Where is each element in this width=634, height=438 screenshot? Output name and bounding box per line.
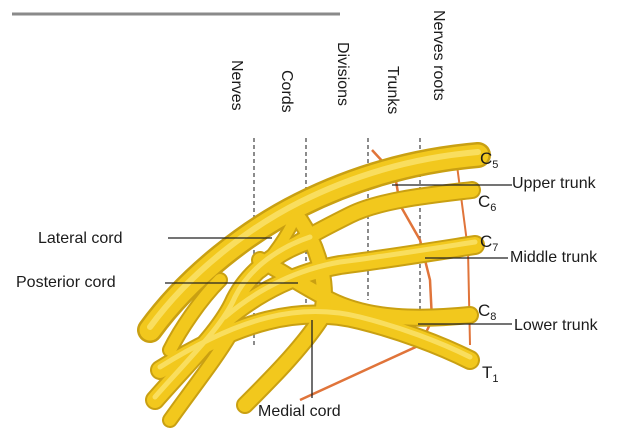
column-label-nerves: Nerves [228,60,244,111]
nerve-bundles [150,152,478,420]
root-c7: C7 [480,233,498,254]
column-label-divisions: Divisions [334,42,350,106]
column-label-trunks: Trunks [384,66,400,114]
column-label-roots: Nerves roots [430,10,446,101]
label-middle-trunk: Middle trunk [510,250,597,266]
label-upper-trunk: Upper trunk [512,176,596,192]
root-c8: C8 [478,302,496,323]
label-posterior-cord: Posterior cord [16,275,116,291]
root-t1: T1 [482,364,499,385]
column-label-cords: Cords [278,70,294,113]
label-medial-cord: Medial cord [258,404,341,420]
label-lower-trunk: Lower trunk [514,318,598,334]
label-lateral-cord: Lateral cord [38,231,123,247]
root-c6: C6 [478,193,496,214]
root-c5: C5 [480,150,498,171]
